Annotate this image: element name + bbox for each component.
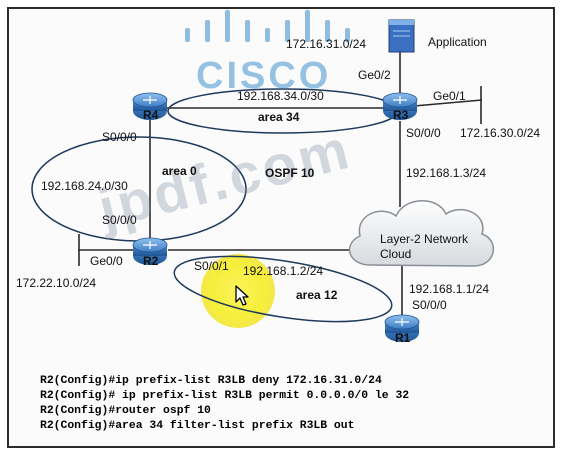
r4-label: R4 [143,108,159,122]
router-r3-icon [382,92,418,120]
cloud-icon [348,200,495,267]
area12-label: area 12 [296,288,338,302]
config-line-1: R2(Config)#ip prefix-list R3LB deny 172.… [40,375,382,387]
cloud-label-line2: Cloud [380,247,412,261]
area0-label: area 0 [162,164,197,178]
cloud-label-line1: Layer-2 Network [380,232,469,246]
r4-r2-net-label: 192.168.24.0/30 [41,179,128,193]
router-r4-icon [132,92,168,120]
r3-ge01-label: Ge0/1 [433,89,466,103]
r3-label: R3 [393,108,409,122]
cisco-watermark-text: CISCO [196,55,332,97]
config-line-4: R2(Config)#area 34 filter-list prefix R3… [40,420,355,432]
r2-s001-ip-label: 192.168.1.2/24 [243,264,324,278]
link-r3-ge01 [413,99,483,107]
r3-s000-label: S0/0/0 [406,126,441,140]
r3-cloud-ip-label: 192.168.1.3/24 [406,166,487,180]
config-line-2: R2(Config)# ip prefix-list R3LB permit 0… [40,390,410,402]
server-icon [388,19,415,53]
router-r1-icon [384,314,420,342]
links [78,52,483,318]
r4-s000-label: S0/0/0 [102,130,137,144]
config-line-3: R2(Config)#router ospf 10 [40,405,211,417]
application-label: Application [428,35,487,49]
r1-s000-label: S0/0/0 [412,298,447,312]
cisco-logo-watermark [185,10,350,42]
r2-s001-label: S0/0/1 [194,259,229,273]
r1-label: R1 [395,331,411,345]
r2-ge00-net-label: 172.22.10.0/24 [16,276,97,290]
mouse-cursor-icon [235,285,249,306]
r1-ip-label: 192.168.1.1/24 [409,282,490,296]
area12-ellipse [173,255,393,323]
r2-ge00-label: Ge0/0 [90,254,123,268]
r2-s000-label: S0/0/0 [102,213,137,227]
r3-ge01-net-label: 172.16.30.0/24 [460,126,541,140]
area34-label: area 34 [258,110,300,124]
r2-label: R2 [143,254,159,268]
ospf-process-label: OSPF 10 [265,166,315,180]
app-net-label: 172.16.31.0/24 [286,37,367,51]
r4-r3-net-label: 192.168.34.0/30 [237,89,324,103]
router-r2-icon [132,237,168,265]
r3-ge02-label: Ge0/2 [358,68,391,82]
